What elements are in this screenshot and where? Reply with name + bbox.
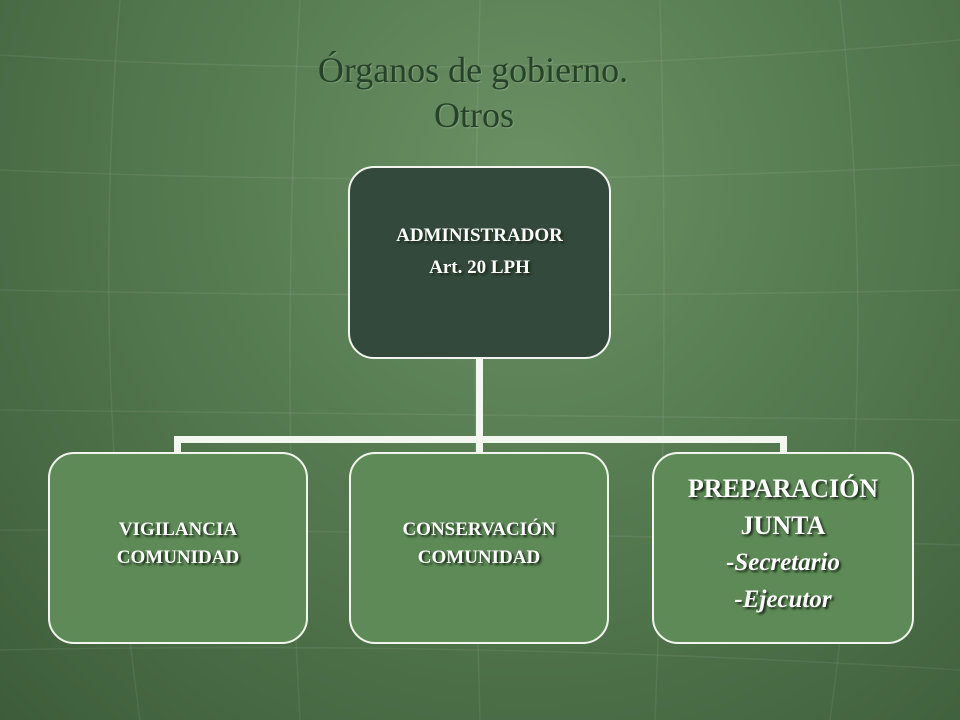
node-vigilancia-comunidad: VIGILANCIA COMUNIDAD: [48, 452, 308, 644]
connector-root-down: [476, 359, 483, 439]
node-preparacion-line3: -Secretario: [726, 549, 840, 576]
node-vigilancia-line1: VIGILANCIA: [118, 519, 238, 540]
node-preparacion-line1: PREPARACIÓN: [687, 474, 879, 503]
node-conservacion-comunidad: CONSERVACIÓN COMUNIDAD: [349, 452, 609, 644]
node-preparacion-line2: JUNTA: [740, 511, 826, 540]
node-preparacion-junta: PREPARACIÓN JUNTA -Secretario -Ejecutor: [652, 452, 914, 644]
connector-child-1: [174, 436, 181, 453]
node-administrador: ADMINISTRADOR Art. 20 LPH: [348, 166, 611, 359]
node-conservacion-line1: CONSERVACIÓN: [402, 519, 556, 540]
node-administrador-subtitle: Art. 20 LPH: [429, 256, 530, 278]
node-administrador-title: ADMINISTRADOR: [396, 224, 563, 246]
page-subtitle: Otros: [434, 95, 514, 135]
connector-child-3: [780, 436, 787, 453]
page-title: Órganos de gobierno.: [317, 50, 629, 90]
connector-child-2: [476, 436, 483, 453]
node-vigilancia-line2: COMUNIDAD: [116, 547, 240, 568]
node-conservacion-line2: COMUNIDAD: [417, 547, 541, 568]
node-preparacion-line4: -Ejecutor: [734, 586, 832, 613]
